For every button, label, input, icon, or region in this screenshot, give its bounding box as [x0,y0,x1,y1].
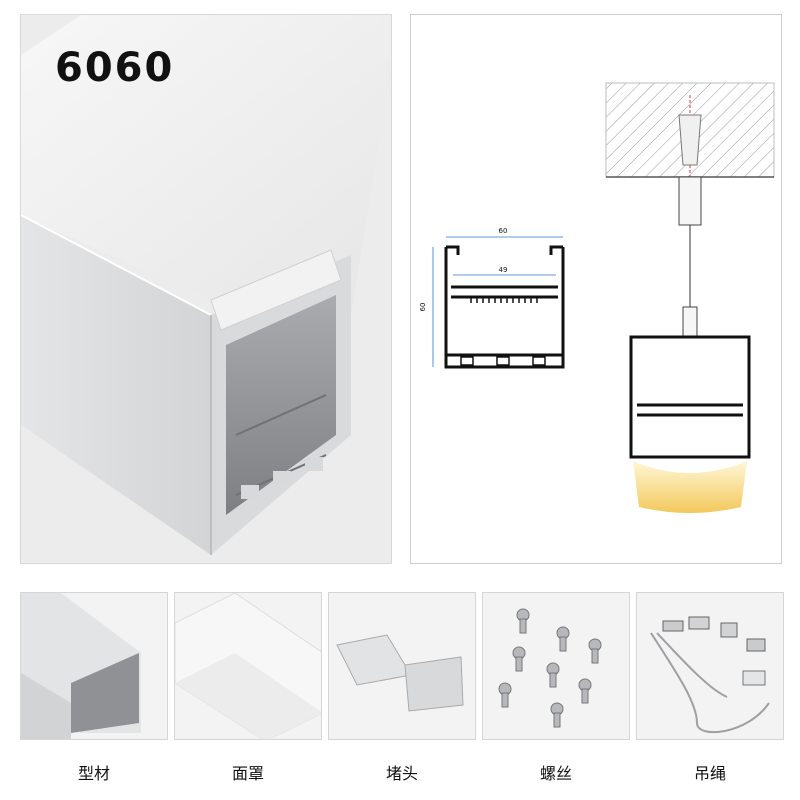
cross-section-diagram [432,236,565,369]
caption-endcap: 堵头 [385,764,418,783]
thumb-endcap[interactable] [328,592,476,740]
thumb-suspension-wire[interactable] [636,592,784,740]
dimension-inner-width: 49 [499,266,508,274]
aluminum-profile-render [21,15,391,563]
model-title: 6060 [55,45,175,91]
caption-suspension-wire: 吊绳 [693,764,726,783]
technical-drawing: 60 49 60 [410,14,782,564]
product-photo: 6060 [20,14,392,564]
caption-diffuser: 面罩 [231,764,264,783]
thumb-profile[interactable] [20,592,168,740]
suspension-diagram [605,82,775,513]
caption-profile: 型材 [77,764,110,783]
dimension-height: 60 [419,303,427,312]
thumb-screws[interactable] [482,592,630,740]
thumb-diffuser[interactable] [174,592,322,740]
dimension-width: 60 [499,227,508,235]
caption-screws: 螺丝 [539,764,572,783]
